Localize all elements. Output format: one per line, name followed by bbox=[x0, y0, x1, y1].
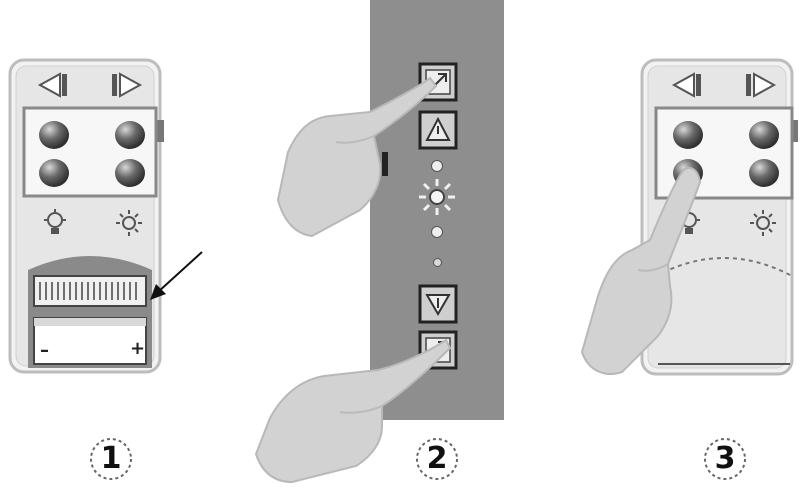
light-icon[interactable] bbox=[38, 208, 72, 238]
panel-edge-notch bbox=[382, 152, 388, 176]
battery-plus: + bbox=[130, 338, 146, 359]
hand-pointer bbox=[252, 334, 452, 486]
round-button[interactable] bbox=[36, 156, 72, 190]
step-number: 2 bbox=[426, 441, 448, 476]
left-arrow-icon[interactable] bbox=[36, 70, 72, 100]
round-button[interactable] bbox=[36, 118, 72, 152]
battery-cover-outline bbox=[652, 240, 796, 372]
step-label-1: 1 bbox=[88, 436, 134, 482]
battery-minus: – bbox=[40, 340, 49, 361]
round-button[interactable] bbox=[112, 118, 148, 152]
sun-icon[interactable] bbox=[746, 208, 780, 238]
down-button[interactable] bbox=[418, 284, 458, 324]
battery-compartment bbox=[24, 246, 156, 372]
round-button[interactable] bbox=[112, 156, 148, 190]
step-label-2: 2 bbox=[414, 436, 460, 482]
right-arrow-icon[interactable] bbox=[742, 70, 778, 100]
left-arrow-icon[interactable] bbox=[670, 70, 706, 100]
round-button[interactable] bbox=[670, 118, 706, 152]
indicator-led bbox=[431, 160, 443, 172]
right-arrow-icon[interactable] bbox=[108, 70, 144, 100]
sun-icon bbox=[416, 176, 458, 218]
round-button[interactable] bbox=[746, 156, 782, 190]
fan-button[interactable] bbox=[418, 62, 458, 102]
sun-icon[interactable] bbox=[112, 208, 146, 238]
indicator-led bbox=[431, 226, 443, 238]
hand-pointer bbox=[270, 72, 442, 242]
warning-button[interactable] bbox=[418, 110, 458, 150]
step-number: 1 bbox=[100, 441, 122, 476]
step-number: 3 bbox=[714, 441, 736, 476]
indicator-led bbox=[433, 258, 442, 267]
hand-pointer bbox=[578, 160, 708, 382]
pointer-arrow bbox=[146, 248, 206, 304]
step-label-3: 3 bbox=[702, 436, 748, 482]
round-button[interactable] bbox=[746, 118, 782, 152]
